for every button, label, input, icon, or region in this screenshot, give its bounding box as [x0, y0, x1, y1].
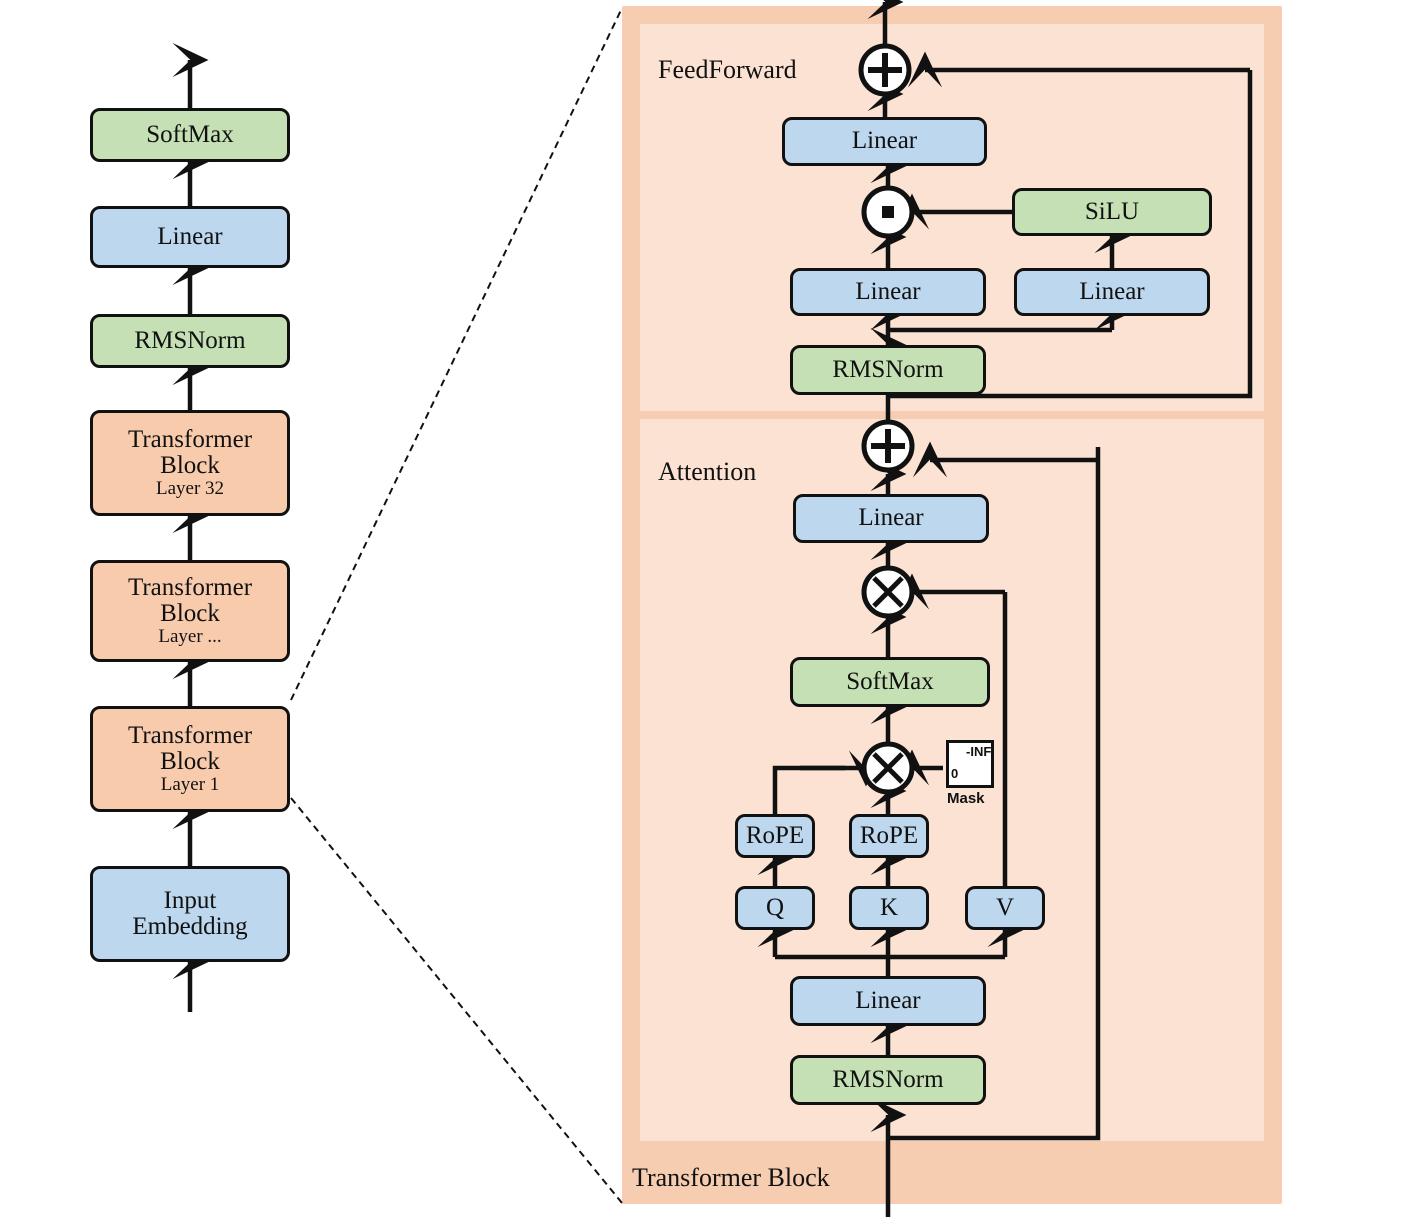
attention-k[interactable]: K	[849, 886, 929, 930]
feedforward-section-title: FeedForward	[658, 55, 797, 84]
ffn-multiply-operator	[861, 185, 915, 239]
node-label: RoPE	[745, 821, 805, 849]
ffn-add-operator	[858, 43, 912, 97]
stack-node-label: Transformer Block	[127, 721, 253, 776]
stack-node-label: SoftMax	[146, 120, 234, 148]
stack-node-sublabel: Layer 32	[155, 478, 225, 500]
node-label: RMSNorm	[832, 355, 944, 383]
node-label: SiLU	[1084, 197, 1140, 225]
stack-node-label: Transformer Block	[127, 573, 253, 628]
stack-node-linear[interactable]: Linear	[90, 206, 290, 268]
attention-linear-qkv[interactable]: Linear	[790, 976, 986, 1026]
stack-node-input-embedding[interactable]: Input Embedding	[90, 866, 290, 962]
ffn-silu[interactable]: SiLU	[1012, 188, 1212, 236]
stack-node-softmax[interactable]: SoftMax	[90, 108, 290, 162]
attention-matmul-scores-operator	[861, 741, 915, 795]
ffn-rmsnorm[interactable]: RMSNorm	[790, 345, 986, 395]
operator-nodes	[858, 43, 915, 795]
node-label: V	[995, 893, 1015, 921]
stack-node-label: Linear	[157, 222, 223, 250]
stack-node-sublabel: Layer ...	[158, 626, 222, 648]
stack-node-transformer-block-mid[interactable]: Transformer Block Layer ...	[90, 560, 290, 662]
node-label: Linear	[858, 504, 924, 532]
stack-node-transformer-block-32[interactable]: Transformer Block Layer 32	[90, 410, 290, 516]
attention-rmsnorm[interactable]: RMSNorm	[790, 1055, 986, 1105]
ffn-linear-gate[interactable]: Linear	[790, 268, 986, 316]
attention-matmul-values-operator	[861, 565, 915, 619]
node-label: RoPE	[859, 821, 919, 849]
attention-rope-k[interactable]: RoPE	[849, 814, 929, 858]
mask-lower-value: 0	[951, 766, 959, 781]
node-label: K	[879, 893, 899, 921]
mask-icon	[946, 740, 994, 788]
attention-q[interactable]: Q	[735, 886, 815, 930]
stack-node-label: RMSNorm	[134, 326, 246, 354]
attention-rope-q[interactable]: RoPE	[735, 814, 815, 858]
node-label: Linear	[855, 986, 921, 1014]
ffn-linear-down[interactable]: Linear	[782, 117, 987, 166]
attention-softmax[interactable]: SoftMax	[790, 657, 990, 707]
attention-section-title: Attention	[658, 457, 757, 486]
attention-v[interactable]: V	[965, 886, 1045, 930]
callout-lines	[290, 7, 623, 1204]
stack-node-label: Input Embedding	[132, 886, 248, 940]
stack-node-sublabel: Layer 1	[160, 774, 220, 796]
attention-add-operator	[861, 419, 915, 473]
stack-node-transformer-block-1[interactable]: Transformer Block Layer 1	[90, 706, 290, 812]
node-label: SoftMax	[846, 667, 934, 695]
node-label: Linear	[851, 127, 918, 155]
stack-node-rmsnorm[interactable]: RMSNorm	[90, 314, 290, 368]
node-label: Linear	[1079, 277, 1145, 305]
mask-upper-value: -INF	[966, 744, 992, 759]
node-label: RMSNorm	[832, 1065, 944, 1093]
stack-node-label: Transformer Block	[127, 425, 253, 480]
attention-linear-out[interactable]: Linear	[793, 494, 989, 543]
node-label: Linear	[855, 277, 921, 305]
node-label: Q	[765, 893, 785, 921]
transformer-block-panel-label: Transformer Block	[632, 1163, 830, 1192]
ffn-linear-up[interactable]: Linear	[1014, 268, 1210, 316]
mask-label: Mask	[947, 790, 985, 807]
